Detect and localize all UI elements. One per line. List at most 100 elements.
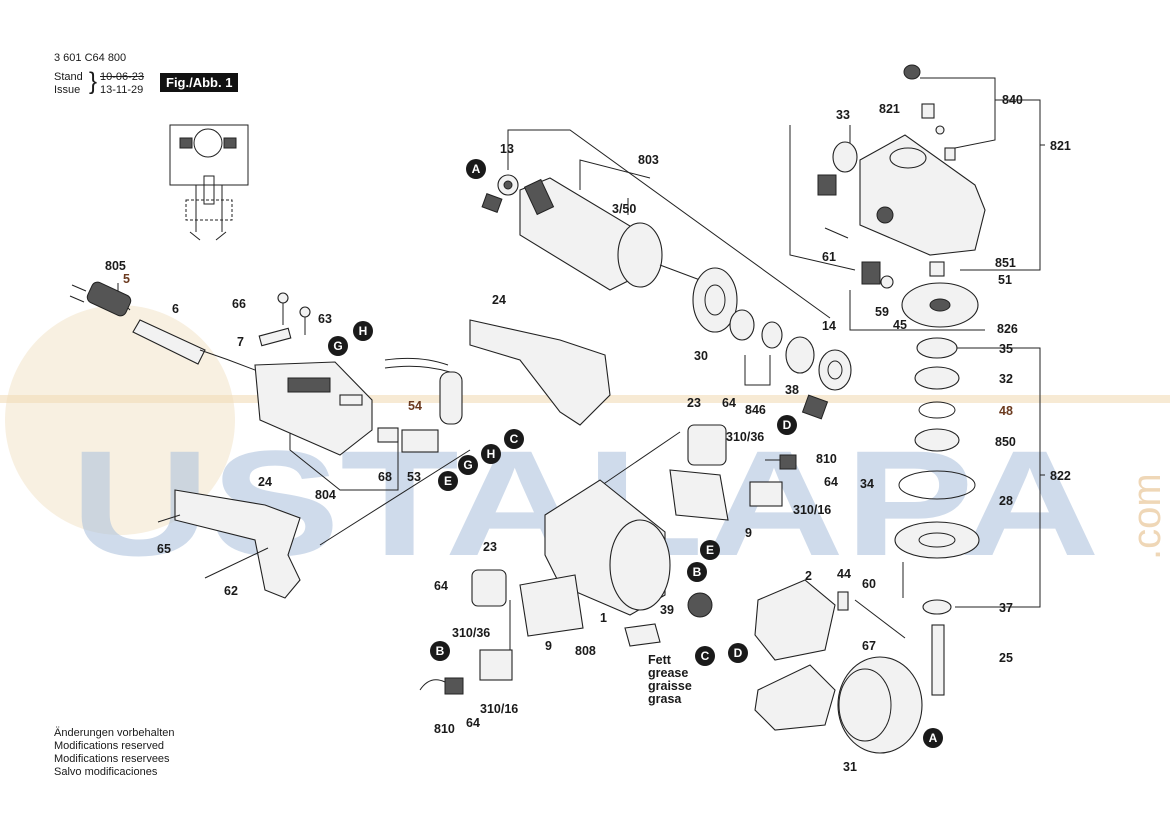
label-24-bottom: 24	[258, 475, 272, 489]
label-1: 1	[600, 611, 607, 625]
screw-61	[824, 227, 849, 239]
grease-line-4: grasa	[648, 692, 682, 706]
label-826: 826	[997, 322, 1018, 336]
label-25: 25	[999, 651, 1013, 665]
label-9-left: 9	[545, 639, 552, 653]
svg-text:A: A	[472, 162, 481, 176]
svg-text:D: D	[783, 418, 792, 432]
washer-37	[922, 599, 952, 615]
svg-text:B: B	[693, 565, 702, 579]
label-846: 846	[745, 403, 766, 417]
stand-date: 10-06-23	[100, 71, 145, 83]
label-64-top: 64	[722, 396, 736, 410]
marker-h-top: H	[353, 321, 373, 341]
marker-b-left: B	[430, 641, 450, 661]
label-7: 7	[237, 335, 244, 349]
marker-d-top: D	[777, 415, 797, 435]
bearing-38	[785, 336, 815, 374]
field-coil-2	[754, 579, 836, 661]
label-32: 32	[999, 372, 1013, 386]
grease-line-1: Fett	[648, 653, 672, 667]
label-64-left: 64	[434, 579, 448, 593]
label-33: 33	[836, 108, 850, 122]
fan-30	[692, 267, 738, 333]
bearing-850	[914, 428, 960, 452]
label-53: 53	[407, 470, 421, 484]
issue-label: Issue	[54, 84, 81, 96]
marker-e-right: E	[700, 540, 720, 560]
label-31: 31	[843, 760, 857, 774]
label-64-bottom: 64	[466, 716, 480, 730]
label-13: 13	[500, 142, 514, 156]
marker-g-top: G	[328, 336, 348, 356]
label-35: 35	[999, 342, 1013, 356]
nameplate-9a	[669, 469, 729, 521]
label-63: 63	[318, 312, 332, 326]
label-821-right: 821	[1050, 139, 1071, 153]
grease-line-3: graisse	[648, 679, 692, 693]
grease-line-2: grease	[648, 666, 688, 680]
label-68: 68	[378, 470, 392, 484]
seal-a	[801, 394, 829, 420]
bracket-glyph: }	[89, 68, 98, 95]
svg-text:H: H	[359, 324, 368, 338]
auxiliary-handle	[174, 489, 301, 599]
power-plug	[69, 281, 132, 317]
screw-65	[157, 514, 181, 523]
carbon-brush-810a	[765, 454, 797, 470]
figure-badge: Fig./Abb. 1	[160, 73, 239, 92]
label-805: 805	[105, 259, 126, 273]
label-66: 66	[232, 297, 246, 311]
label-310-16-top: 310/16	[793, 503, 831, 517]
part-number: 3 601 C64 800	[54, 52, 127, 64]
footer-note-de: Änderungen vorbehalten	[54, 727, 175, 739]
marker-h-bottom: H	[481, 444, 501, 464]
footer-note-en: Modifications reserved	[54, 740, 165, 752]
switch-assembly	[254, 361, 439, 456]
bearing-flange-28	[894, 521, 980, 559]
label-48: 48	[999, 404, 1013, 418]
label-64-right: 64	[824, 475, 838, 489]
brush-cover-23a	[687, 424, 727, 466]
label-840: 840	[1002, 93, 1023, 107]
label-23-top: 23	[687, 396, 701, 410]
field-coil-lower	[754, 664, 836, 731]
label-28: 28	[999, 494, 1013, 508]
clamp-7	[258, 327, 292, 347]
brush-holder-310-16b	[479, 649, 513, 681]
marker-a-top: A	[466, 159, 486, 179]
marker-c-top: C	[504, 429, 524, 449]
label-24-top: 24	[492, 293, 506, 307]
svg-text:A: A	[929, 731, 938, 745]
svg-text:C: C	[701, 649, 710, 663]
label-808	[624, 623, 661, 647]
label-45: 45	[893, 318, 907, 332]
label-3-50: 3/50	[612, 202, 636, 216]
footer-note-fr: Modifications reservees	[54, 753, 170, 765]
screw-66	[277, 292, 289, 325]
label-310-36-top: 310/36	[726, 430, 764, 444]
pinion-59	[861, 261, 894, 289]
o-ring-34	[898, 470, 976, 500]
label-6: 6	[172, 302, 179, 316]
wiring-schematic	[169, 124, 249, 241]
label-851: 851	[995, 256, 1016, 270]
svg-text:E: E	[706, 543, 714, 557]
label-5: 5	[123, 272, 130, 286]
bearing-14	[818, 349, 852, 391]
spindle-25	[931, 624, 945, 696]
bearing-35	[916, 337, 958, 359]
label-803: 803	[638, 153, 659, 167]
carbon-brush-810b	[419, 677, 464, 695]
label-60: 60	[862, 577, 876, 591]
label-822: 822	[1050, 469, 1071, 483]
screw-67	[854, 599, 906, 639]
marker-d-bottom: D	[728, 643, 748, 663]
svg-text:B: B	[436, 644, 445, 658]
bearing-13	[497, 174, 519, 196]
label-14: 14	[822, 319, 836, 333]
label-44: 44	[837, 567, 851, 581]
part-labels: 805 5 6 66 63 7 804 68 53 54 24 24 65 62…	[105, 93, 1071, 774]
svg-text:G: G	[333, 339, 342, 353]
label-34: 34	[860, 477, 874, 491]
